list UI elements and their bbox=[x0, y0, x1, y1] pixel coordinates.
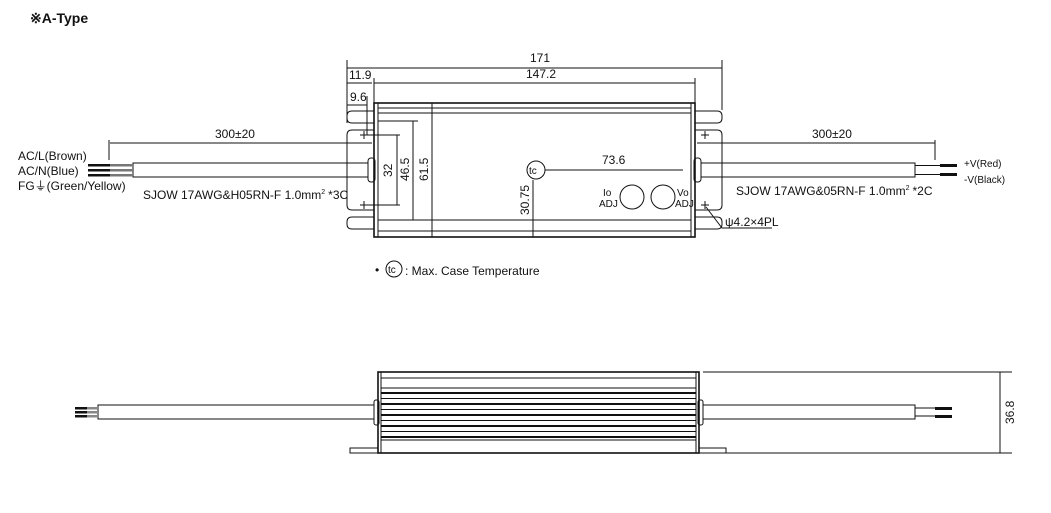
dim-body-width: 61.5 bbox=[417, 157, 431, 181]
wire-label-ac-l: AC/L(Brown) bbox=[18, 149, 87, 163]
vo-adj-potentiometer bbox=[650, 184, 676, 210]
dim-height: 36.8 bbox=[1003, 400, 1017, 424]
tc-legend-icon bbox=[385, 260, 403, 278]
mount-slot-right-bottom bbox=[695, 216, 723, 230]
tc-legend: • tc : Max. Case Temperature bbox=[375, 260, 540, 278]
input-cable-spec: SJOW 17AWG&H05RN-F 1.0mm2*3C bbox=[143, 188, 349, 202]
output-cable-spec: SJOW 17AWG&05RN-F 1.0mm2*2C bbox=[736, 184, 933, 198]
mount-slot-left-top bbox=[346, 110, 374, 124]
mount-slot-right-top bbox=[695, 110, 723, 124]
output-wire-ends bbox=[915, 164, 957, 176]
wire-label-ac-n: AC/N(Blue) bbox=[18, 164, 79, 178]
dim-tc-x: 73.6 bbox=[602, 153, 626, 167]
io-adj-label-2: ADJ bbox=[599, 199, 618, 210]
dim-body-length: 147.2 bbox=[526, 67, 556, 81]
side-case-body bbox=[377, 371, 700, 454]
side-view: 36.8 bbox=[75, 371, 1017, 454]
wire-label-minus-v: -V(Black) bbox=[964, 175, 1005, 186]
dim-flange-11-9: 11.9 bbox=[349, 68, 372, 82]
dim-hole-spacing: 32 bbox=[381, 163, 395, 177]
io-adj-potentiometer bbox=[619, 184, 645, 210]
case-body bbox=[373, 102, 696, 238]
mount-hole-callout: ψ4.2×4PL bbox=[725, 215, 779, 229]
dim-tc-y: 30.75 bbox=[518, 185, 532, 215]
dim-output-cable-length: 300±20 bbox=[812, 127, 852, 141]
io-adj-label-1: Io bbox=[603, 188, 612, 199]
dim-inner-width: 46.5 bbox=[398, 157, 412, 181]
wire-label-fg: FG⏚(Green/Yellow) bbox=[18, 179, 126, 193]
drawing-title: ※A-Type bbox=[30, 10, 88, 26]
dim-input-cable-length: 300±20 bbox=[215, 127, 255, 141]
input-cable bbox=[132, 162, 369, 178]
dim-flange-9-6: 9.6 bbox=[350, 90, 367, 104]
tc-point-label: tc bbox=[529, 166, 537, 177]
tc-legend-text: : Max. Case Temperature bbox=[405, 264, 540, 278]
vo-adj-label-1: Vo bbox=[677, 188, 689, 199]
output-cable bbox=[700, 162, 916, 178]
side-input-cable bbox=[97, 404, 375, 420]
svg-text:•: • bbox=[375, 263, 379, 277]
wire-label-plus-v: +V(Red) bbox=[964, 159, 1002, 170]
input-wire-ends bbox=[88, 164, 133, 177]
side-output-cable bbox=[702, 404, 916, 420]
top-view: 171 147.2 11.9 9.6 300±20 300±20 32 46.5… bbox=[18, 51, 1005, 238]
mount-slot-left-bottom bbox=[346, 216, 374, 230]
svg-text:tc: tc bbox=[388, 265, 396, 276]
heatsink-fins bbox=[381, 392, 696, 438]
dim-total-length: 171 bbox=[530, 51, 550, 65]
vo-adj-label-2: ADJ bbox=[675, 199, 694, 210]
